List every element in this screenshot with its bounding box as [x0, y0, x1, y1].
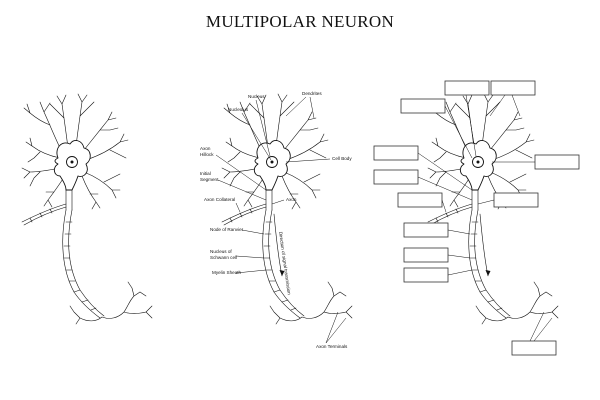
blank-box-node-of-ranvier[interactable]	[403, 222, 449, 238]
blank-box-axon[interactable]	[493, 192, 539, 208]
label-initial-segment-1: Initial	[200, 171, 211, 176]
blank-box-cell-body[interactable]	[534, 154, 580, 170]
labels-group: Nucleus Dendrites Nucleolus Axon Hillock…	[200, 91, 352, 349]
label-cell-body: Cell Body	[332, 156, 352, 161]
blank-box-axon-terminals[interactable]	[511, 340, 557, 356]
neuron-worksheet	[427, 93, 559, 325]
blank-box-schwann-nucleus[interactable]	[403, 247, 449, 263]
label-nucleolus: Nucleolus	[228, 107, 249, 112]
blank-label-boxes	[373, 80, 580, 356]
label-nucleus-schwann-1: Nucleus of	[210, 249, 232, 254]
blank-box-axon-collateral[interactable]	[397, 192, 443, 208]
blank-box-nucleus[interactable]	[444, 80, 490, 96]
label-initial-segment-2: Segment	[200, 177, 219, 182]
page-title: MULTIPOLAR NEURON	[205, 12, 395, 31]
blank-box-initial-segment[interactable]	[373, 169, 419, 185]
label-axon-collateral: Axon Collateral	[204, 197, 235, 202]
label-nucleus-schwann-2: Schwann cell	[210, 255, 237, 260]
blank-box-axon-hillock[interactable]	[373, 145, 419, 161]
label-axon-hillock-1: Axon	[200, 146, 211, 151]
label-axon: Axon	[286, 197, 297, 202]
label-dendrites: Dendrites	[302, 91, 322, 96]
label-nucleus: Nucleus	[248, 94, 265, 99]
neuron-plain	[21, 93, 153, 325]
label-node-of-ranvier: Node of Ranvier	[210, 227, 244, 232]
label-myelin-sheath: Myelin Sheath	[212, 270, 242, 275]
label-axon-terminals: Axon Terminals	[316, 344, 348, 349]
blank-box-myelin-sheath[interactable]	[403, 267, 449, 283]
label-axon-hillock-2: Hillock	[200, 152, 214, 157]
blank-box-nucleolus[interactable]	[400, 98, 446, 114]
blank-box-dendrites[interactable]	[490, 80, 536, 96]
